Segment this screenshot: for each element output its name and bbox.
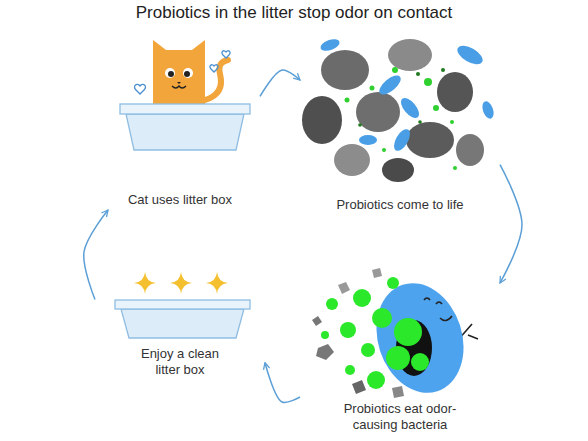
stage-node: Probiotics come to life — [300, 35, 500, 215]
stage-node: Probiotics eat odor-causing bacteria — [300, 245, 500, 435]
diagram-title: Probiotics in the litter stop odor on co… — [0, 3, 588, 23]
cycle-arrow — [84, 210, 108, 300]
stage-node: Enjoy a clean litter box — [95, 265, 265, 380]
stage-node: Cat uses litter box — [100, 38, 260, 210]
cat-illustration — [120, 40, 250, 150]
probiotic-granules — [302, 37, 496, 182]
step-caption: Probiotics eat odor-causing bacteria — [335, 401, 465, 434]
probiotic-character — [312, 268, 478, 404]
clean-litter-box — [115, 272, 250, 338]
step-caption: Enjoy a clean litter box — [130, 346, 230, 379]
cycle-arrow — [260, 70, 300, 97]
cycle-arrow — [500, 165, 522, 283]
cycle-arrow — [265, 363, 300, 403]
step-caption: Cat uses litter box — [100, 192, 260, 208]
step-caption: Probiotics come to life — [305, 197, 495, 213]
